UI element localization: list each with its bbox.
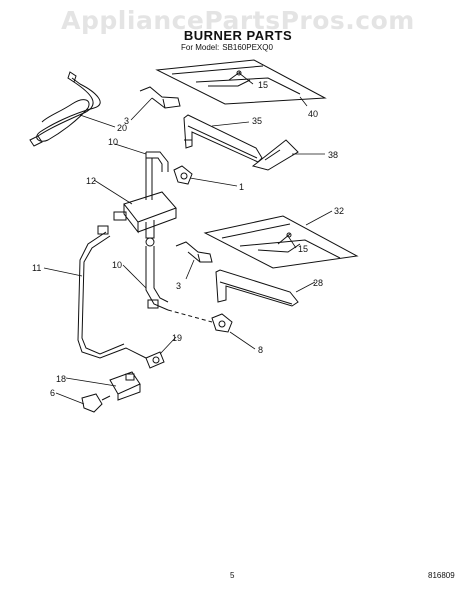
lower-igniter-bracket: [175, 241, 213, 263]
elbow-fitting: [81, 393, 111, 413]
callout-38: 38: [328, 150, 338, 160]
upper-burner-baffle: [155, 59, 327, 105]
callout-10-lower: 10: [112, 260, 122, 270]
model-number: SB160PEXQ0: [222, 43, 273, 52]
document-number: 816809: [428, 571, 455, 580]
lower-orifice-holder: [167, 309, 233, 333]
model-prefix: For Model:: [181, 43, 220, 52]
callout-28: 28: [313, 278, 323, 288]
pressure-regulator: [109, 371, 141, 401]
callout-3-lower: 3: [176, 281, 181, 291]
callout-labels: 15 40 3 35 20 10 38 1 12 32 15 11 10 3 2…: [32, 80, 344, 398]
callout-19: 19: [172, 333, 182, 343]
upper-orifice-tube: [145, 151, 169, 200]
callout-18: 18: [56, 374, 66, 384]
callout-32: 32: [334, 206, 344, 216]
leader-lines: [43, 72, 333, 405]
callout-20: 20: [117, 123, 127, 133]
main-gas-tube: [77, 225, 127, 359]
upper-burner-tube: [183, 114, 263, 163]
callout-15-lower: 15: [298, 244, 308, 254]
callout-3-upper: 3: [124, 116, 129, 126]
callout-6: 6: [50, 388, 55, 398]
diagram-title: BURNER PARTS: [183, 28, 293, 43]
upper-screw: [228, 70, 242, 81]
watermark: AppliancePartsPros.com: [61, 6, 415, 35]
callout-40: 40: [308, 109, 318, 119]
upper-igniter-bracket: [139, 86, 181, 109]
callout-12: 12: [86, 176, 96, 186]
callout-1: 1: [239, 182, 244, 192]
callout-11: 11: [32, 263, 41, 273]
model-line: For Model:SB160PEXQ0: [181, 43, 276, 52]
callout-10-upper: 10: [108, 137, 118, 147]
lower-orifice-tube: [145, 246, 169, 311]
gas-valve: [113, 191, 177, 247]
callout-15-upper: 15: [258, 80, 268, 90]
regulator-fitting: [125, 347, 165, 369]
upper-heat-shield: [251, 139, 299, 171]
lower-burner-baffle: [203, 215, 359, 269]
lower-burner-tube: [215, 269, 299, 307]
upper-orifice-holder: [173, 165, 193, 185]
page-number: 5: [230, 571, 235, 580]
power-cord: [29, 71, 101, 147]
callout-8: 8: [258, 345, 263, 355]
callout-35: 35: [252, 116, 262, 126]
